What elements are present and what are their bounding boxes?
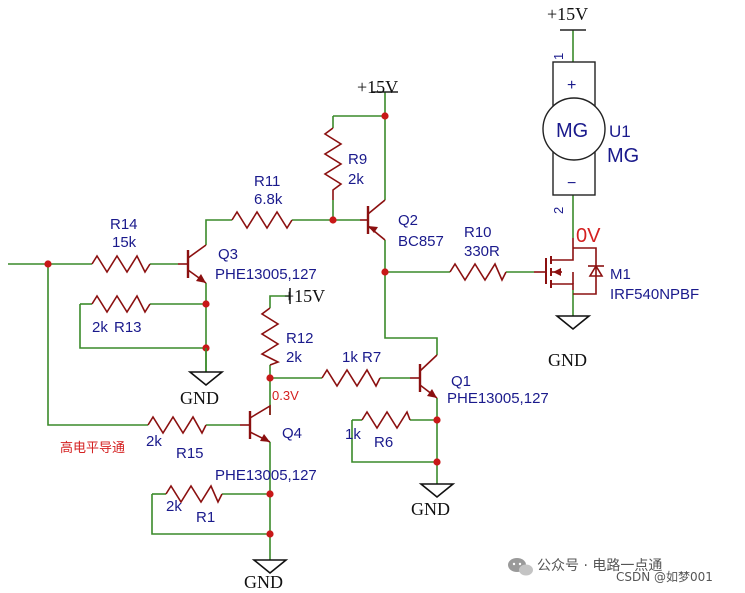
supply-label-top: +15V (547, 4, 588, 24)
transistor-q2 (360, 199, 386, 241)
supply-label-r14: +15V (284, 286, 325, 306)
label-r6-ref: R6 (374, 434, 393, 451)
resistor-r9 (323, 127, 343, 200)
label-r12-value: 15k (112, 234, 137, 251)
motor-minus: − (567, 175, 576, 192)
resistor-r11 (231, 210, 293, 230)
ground-label-q3: GND (180, 388, 219, 408)
motor-plus: + (567, 77, 576, 94)
resistor-r14 (260, 307, 280, 366)
label-r13-ref: R13 (114, 319, 142, 336)
label-m1-part: IRF540NPBF (610, 286, 699, 303)
ground-label-m1: GND (548, 350, 587, 370)
transistor-q4 (240, 404, 271, 443)
label-r14-value: 2k (286, 349, 302, 366)
label-r10-value: 330R (464, 243, 500, 260)
label-q3-part: PHE13005,127 (215, 266, 317, 283)
label-r10-ref: R10 (464, 224, 492, 241)
label-r12-ref: R14 (110, 216, 138, 233)
motor-name: MG (607, 145, 639, 167)
ground-label-q4: GND (244, 572, 283, 592)
transistor-q3 (178, 244, 207, 284)
note-node-voltage: 0.3V (272, 388, 299, 403)
label-r9-value: 2k (348, 171, 364, 188)
ground-label-q1: GND (411, 499, 450, 519)
watermark-channel: 公众号 · 电路一点通 (537, 558, 662, 574)
watermark-csdn: CSDN @如梦001 (616, 569, 713, 584)
label-r1-ref: R1 (196, 509, 215, 526)
supply-label-q2: +15V (357, 77, 398, 97)
resistor-r15 (147, 415, 207, 435)
label-r7-ref: R7 (362, 349, 381, 366)
label-q2-ref: Q2 (398, 212, 418, 229)
mosfet-m1 (534, 238, 604, 295)
label-q4-ref: Q4 (282, 425, 302, 442)
ground-icon-q1 (418, 483, 456, 499)
label-r14-ref: R12 (286, 330, 314, 347)
label-q1-part: PHE13005,127 (447, 390, 549, 407)
label-r11-ref: R11 (254, 173, 280, 190)
motor-symbol: MG (556, 120, 588, 142)
resistor-r6 (361, 410, 411, 430)
resistor-r13 (91, 294, 151, 314)
ground-icon-m1 (554, 315, 592, 331)
wires (8, 30, 574, 560)
label-r1-value: 2k (166, 498, 182, 515)
motor-pin2: 2 (551, 207, 566, 214)
wechat-icon (508, 558, 533, 576)
transistor-q1 (410, 354, 438, 399)
resistor-r1 (165, 484, 223, 504)
label-r13-value: 2k (92, 319, 108, 336)
resistor-r12 (91, 254, 151, 274)
ground-icon-q3 (187, 348, 225, 387)
label-r9-ref: R9 (348, 151, 367, 168)
label-q3-ref: Q3 (218, 246, 238, 263)
motor-ref: U1 (609, 122, 631, 141)
label-m1-ref: M1 (610, 266, 631, 283)
input-note: 高电平导通 (60, 440, 125, 455)
label-r15-ref: R15 (176, 445, 204, 462)
junctions (44, 112, 441, 538)
motor-u1 (542, 61, 606, 196)
label-q2-part: BC857 (398, 233, 444, 250)
label-q1-ref: Q1 (451, 373, 471, 390)
motor-pin1: 1 (551, 53, 566, 60)
resistor-r10 (449, 262, 507, 282)
note-drain-voltage: 0V (576, 225, 601, 247)
label-r6-value: 1k (345, 426, 361, 443)
resistor-r7 (321, 368, 381, 388)
label-r7-value: 1k (342, 349, 358, 366)
label-q4-part: PHE13005,127 (215, 467, 317, 484)
label-r15-value: 2k (146, 433, 162, 450)
ground-icon-q4 (251, 559, 289, 575)
label-r11-value: 6.8k (254, 191, 283, 208)
